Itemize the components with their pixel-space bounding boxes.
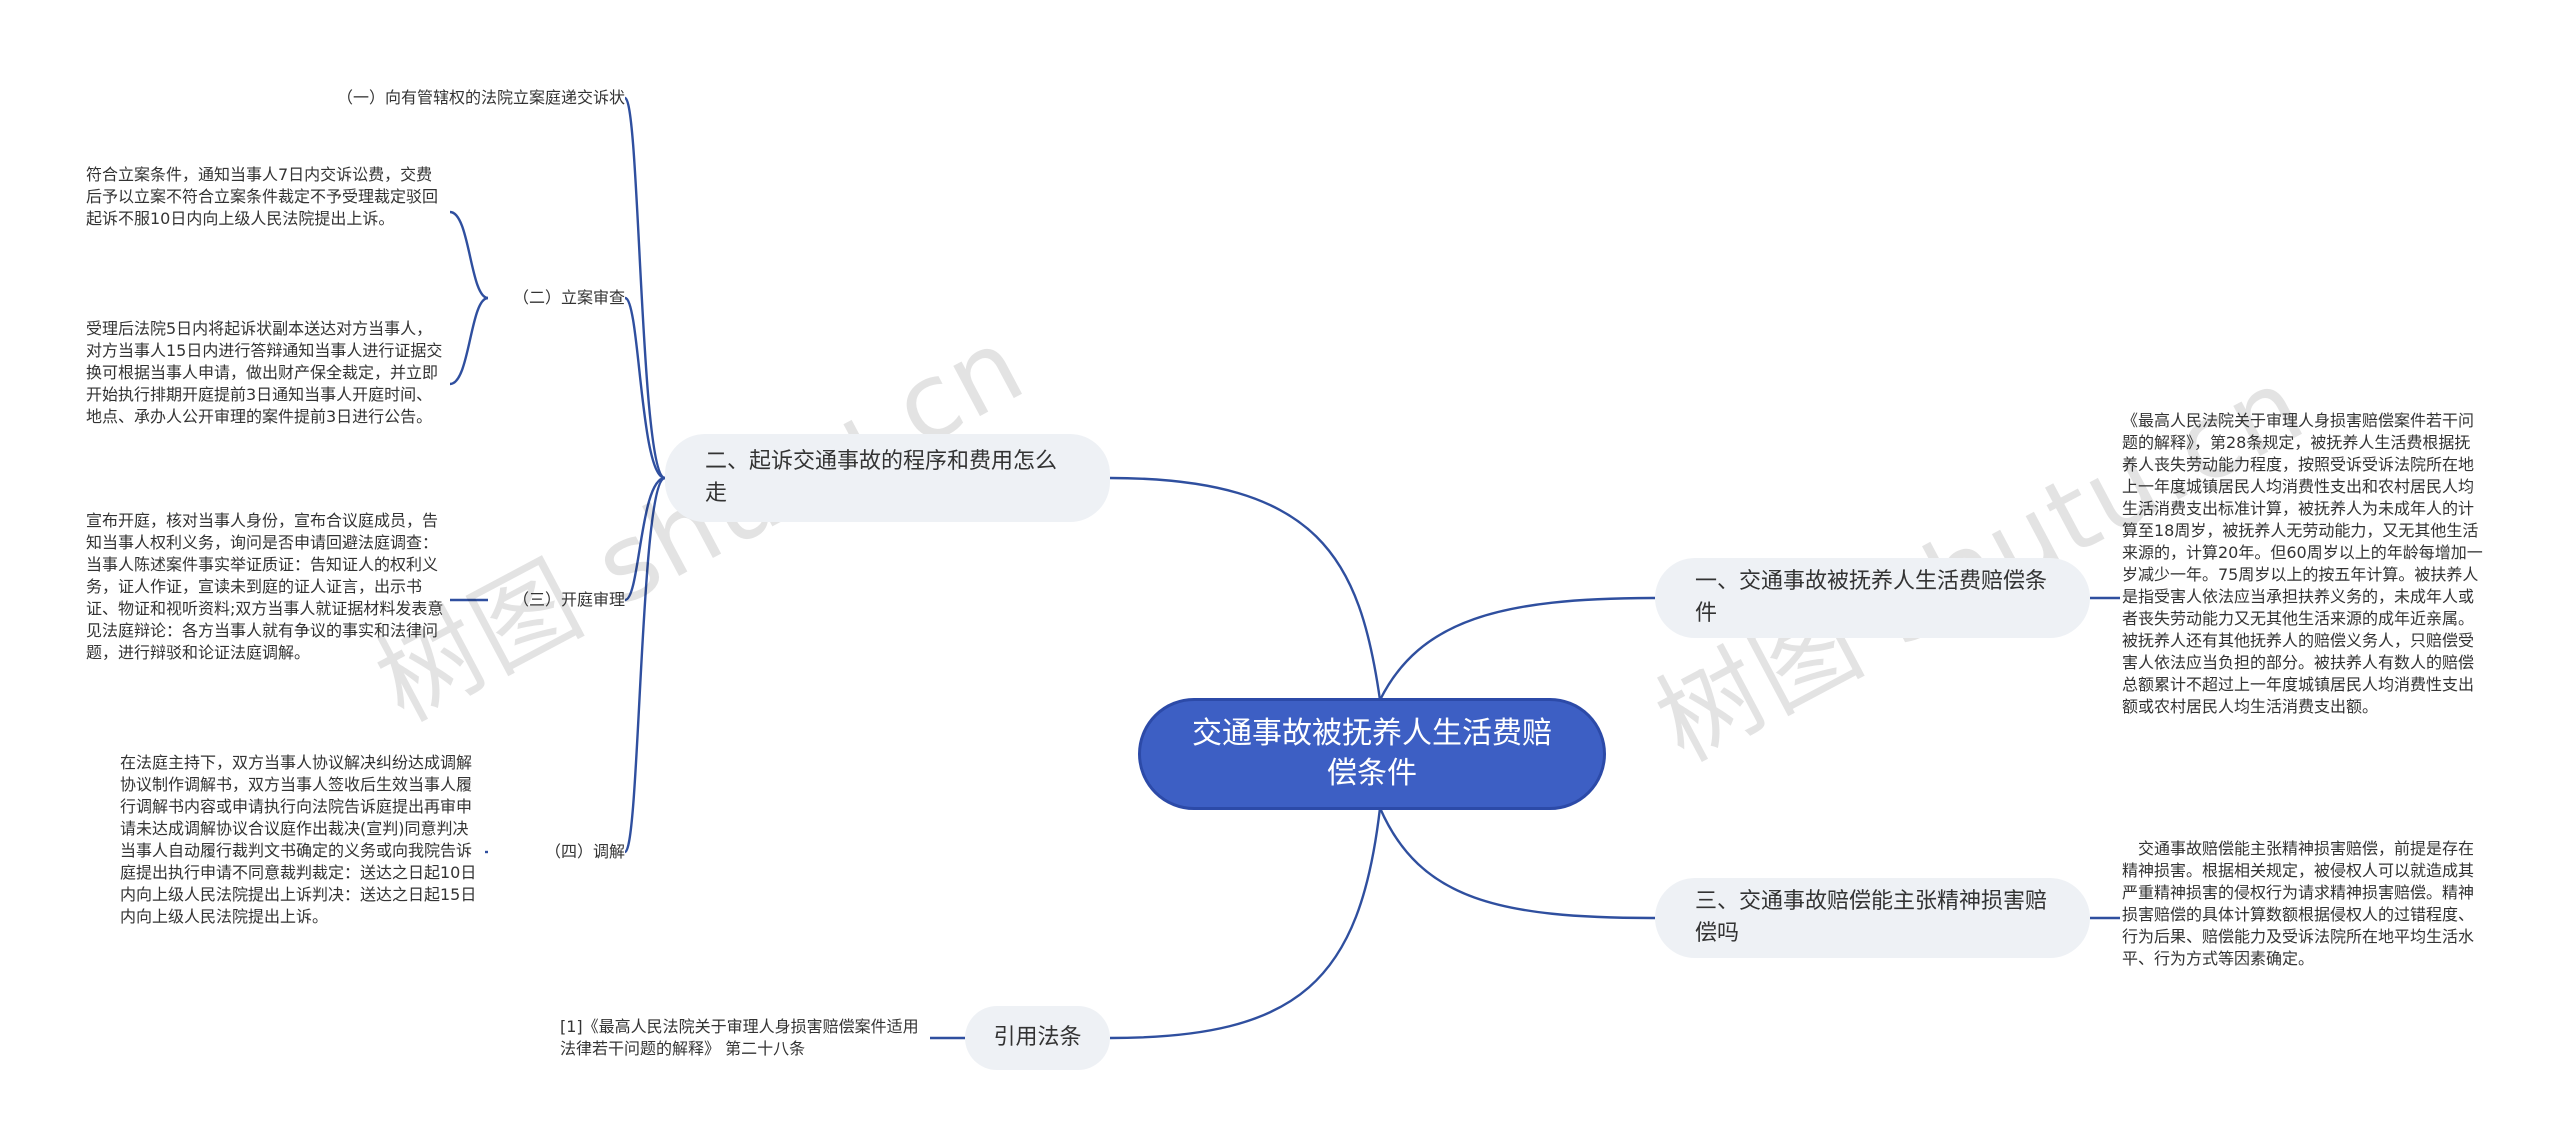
step-4-detail: 在法庭主持下，双方当事人协议解决纠纷达成调解协议制作调解书，双方当事人签收后生效…	[120, 753, 477, 926]
connector-center-citation	[1109, 807, 1382, 1040]
topic-citation-label: 引用法条	[993, 1025, 1082, 1050]
step-1-label[interactable]: （一）向有管辖权的法院立案庭递交诉状	[336, 88, 625, 107]
connector-center-right-1	[1378, 596, 1656, 701]
topic-citation[interactable]: 引用法条	[965, 1006, 1110, 1070]
step-3-detail: 宣布开庭，核对当事人身份，宣布合议庭成员，告知当事人权利义务，询问是否申请回避法…	[86, 511, 444, 662]
leaf-right-1: 《最高人民法院关于审理人身损害赔偿案件若干问题的解释》，第28条规定，被抚养人生…	[2122, 411, 2483, 716]
step-2-label[interactable]: （二）立案审查	[512, 288, 625, 307]
step-3-label[interactable]: （三）开庭审理	[512, 590, 625, 609]
center-title: 交通事故被抚养人生活费赔偿条件	[1192, 716, 1552, 791]
topic-right-1[interactable]: 一、交通事故被抚养人生活费赔偿条件	[1655, 558, 2090, 638]
topic-right-2-label: 三、交通事故赔偿能主张精神损害赔偿吗	[1695, 889, 2048, 946]
step-2-detail-2: 受理后法院5日内将起诉状副本送达对方当事人，对方当事人15日内进行答辩通知当事人…	[86, 319, 443, 426]
connector-step-2-detail-1	[449, 210, 489, 300]
step-4-label[interactable]: （四）调解	[544, 842, 625, 861]
connector-left-step-1	[623, 96, 666, 480]
topic-left-label: 二、起诉交通事故的程序和费用怎么走	[705, 449, 1058, 506]
connector-center-right-2	[1378, 807, 1656, 920]
center-node[interactable]: 交通事故被抚养人生活费赔偿条件	[1138, 698, 1606, 810]
connector-left-step-4	[623, 476, 666, 854]
step-2-detail-1: 符合立案条件，通知当事人7日内交诉讼费，交费后予以立案不符合立案条件裁定不予受理…	[86, 165, 439, 228]
topic-right-1-label: 一、交通事故被抚养人生活费赔偿条件	[1695, 569, 2048, 626]
connector-center-left	[1109, 476, 1382, 701]
connector-left-step-2	[623, 296, 666, 480]
connector-step-2-detail-2	[449, 296, 489, 386]
connector-left-step-3	[624, 476, 666, 602]
topic-left[interactable]: 二、起诉交通事故的程序和费用怎么走	[665, 434, 1110, 522]
citation-reference: [1]《最高人民法院关于审理人身损害赔偿案件适用法律若干问题的解释》 第二十八条	[560, 1017, 919, 1058]
topic-right-2[interactable]: 三、交通事故赔偿能主张精神损害赔偿吗	[1655, 878, 2090, 958]
leaf-right-2: 交通事故赔偿能主张精神损害赔偿，前提是存在精神损害。根据相关规定，被侵权人可以就…	[2122, 839, 2475, 968]
